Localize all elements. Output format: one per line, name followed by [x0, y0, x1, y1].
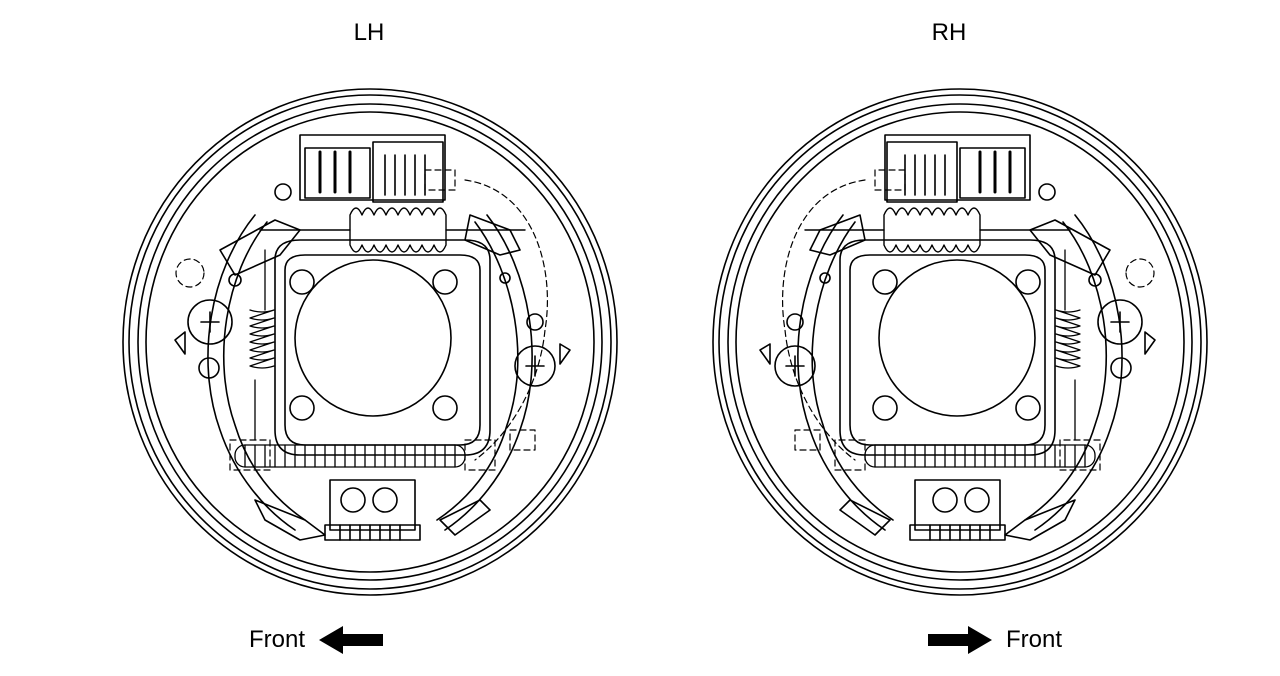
shoe-webs: [219, 214, 521, 541]
lh-front-label: Front: [249, 626, 306, 653]
rh-brake-assembly-drawing: [712, 88, 1208, 596]
hidden-parts: [782, 169, 1155, 471]
lh-front-indicator: Front: [249, 622, 384, 658]
brake-shoes: [174, 214, 571, 531]
lh-brake-assembly-drawing: [122, 88, 618, 596]
upper-return-spring: [804, 207, 1071, 253]
adjust-plugs: [187, 183, 556, 387]
arrow-left-icon: [319, 626, 384, 654]
anchor-plate: [324, 479, 421, 541]
hold-down-springs: [249, 249, 275, 441]
hold-down-springs: [1055, 249, 1081, 441]
shoe-webs: [809, 214, 1111, 541]
adjust-plugs: [774, 183, 1143, 387]
lh-title: LH: [353, 19, 385, 46]
brake-shoes: [759, 214, 1156, 531]
rh-title: RH: [931, 19, 967, 46]
backing-plate-rings: [712, 88, 1208, 596]
rh-front-label: Front: [1006, 626, 1063, 653]
anchor-plate: [909, 479, 1006, 541]
wheel-cylinder: [299, 134, 446, 203]
wheel-cylinder: [884, 134, 1031, 203]
backing-plate-rings: [122, 88, 618, 596]
axle-flange: [274, 239, 491, 456]
upper-return-spring: [259, 207, 526, 253]
axle-flange: [839, 239, 1056, 456]
rh-front-indicator: Front: [928, 622, 1062, 658]
hidden-parts: [175, 169, 548, 471]
arrow-right-icon: [928, 626, 992, 654]
